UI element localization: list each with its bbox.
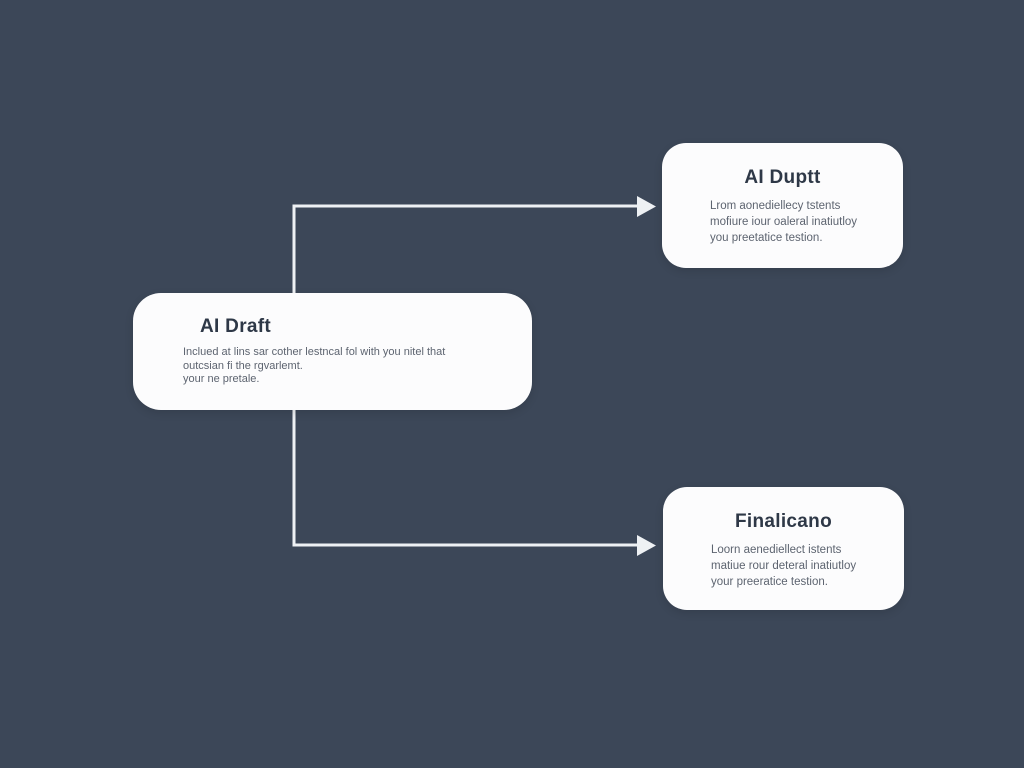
node-body: Inclued at lins sar cother lestncal fol … (183, 346, 514, 387)
node-body: Loorn aenediellect istents matiue rour d… (711, 542, 886, 590)
node-title: AI Duptt (744, 167, 821, 188)
connector-bottom-line (292, 404, 637, 547)
body-line: mofiure iour oaleral inatiutloy (710, 216, 858, 228)
node-title: Finalicano (735, 511, 832, 532)
body-line: Loorn aenediellect istents (711, 544, 842, 556)
connector-top-line (292, 204, 637, 300)
body-line: you preetatice testion. (710, 232, 823, 244)
node-body: Lrom aonediellecy tstents mofiure iour o… (710, 198, 885, 246)
node-finalicano: Finalicano Loorn aenediellect istents ma… (663, 487, 904, 610)
body-line: outcsian fi the rgvarlemt. (183, 359, 303, 372)
arrowhead-right-icon (637, 196, 656, 217)
node-ai-draft: AI Draft Inclued at lins sar cother lest… (133, 293, 532, 410)
node-ai-duptt: AI Duptt Lrom aonediellecy tstents mofiu… (662, 143, 903, 268)
body-line: your ne pretale. (183, 373, 260, 385)
arrowhead-right-icon (637, 535, 656, 556)
body-line: Inclued at lins sar cother lestncal fol … (183, 346, 446, 358)
body-line: your preeratice testion. (711, 576, 828, 588)
body-line: Lrom aonediellecy tstents (710, 200, 841, 212)
body-line: matiue rour deteral inatiutloy (711, 560, 857, 572)
node-title: AI Draft (200, 316, 272, 337)
